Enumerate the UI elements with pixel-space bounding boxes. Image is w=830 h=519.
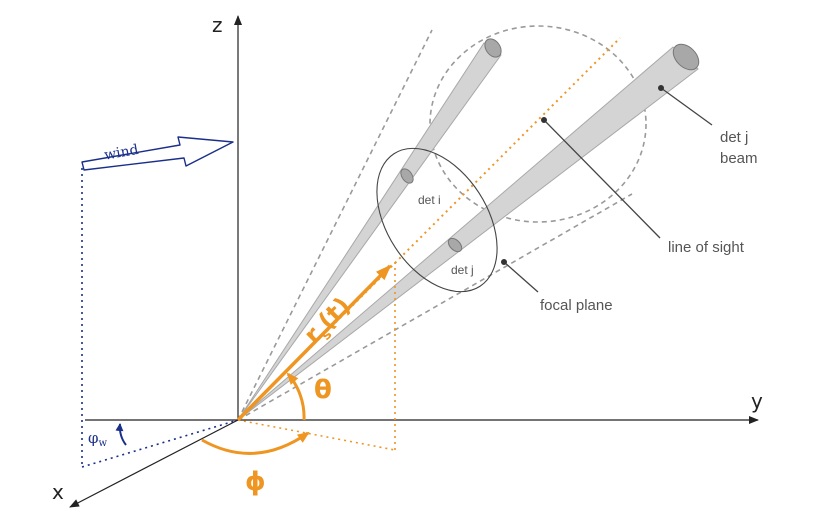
cone-edge-lower [237,193,633,421]
r-s-t-label: rs(t) [298,292,359,353]
cone-edge-upper [237,29,433,421]
wind-projection-lines [81,168,239,468]
phi-w-sub: w [99,438,108,449]
det-j-beam-label-line2: beam [720,150,758,167]
phi-label: ϕ [245,467,266,497]
leader-dot-beam [658,85,664,91]
phi-w-arc [115,423,127,446]
z-axis-label: z [212,13,223,37]
outer-cone [237,25,647,421]
line-of-sight-label: line of sight [668,239,745,256]
beam-j-focal-cap [447,237,463,253]
det-i-label: det i [418,193,441,207]
phi-w-main: φ [88,429,99,447]
theta-label: θ [314,375,332,405]
beam-i-end-cap [484,38,502,58]
x-axis [69,419,239,508]
wind-label: wind [103,142,140,164]
phi-arc [201,431,310,455]
svg-text:rs(t): rs(t) [298,292,359,353]
theta-arc [286,372,306,421]
focal-plane-label: focal plane [540,297,613,314]
outer-dashed-ellipse [429,25,647,223]
leader-dot-focal [501,259,507,265]
beam-det-i [237,38,502,421]
r-vector [236,264,392,422]
det-j-label: det j [451,263,474,277]
focal-plane-ellipse [376,147,498,293]
y-axis-label: y [751,389,763,413]
projection-lines [237,262,396,451]
phi-w-label: φw [88,429,108,449]
det-j-beam-label-line1: det j [720,129,748,146]
wind-arrow [81,136,234,171]
leader-lines [503,87,713,293]
beam-det-j [237,43,700,421]
axes [69,15,759,508]
x-axis-label: x [52,480,64,504]
leader-dot-los [541,117,547,123]
beam-i-focal-cap [400,168,414,184]
beam-j-end-cap [672,43,700,71]
